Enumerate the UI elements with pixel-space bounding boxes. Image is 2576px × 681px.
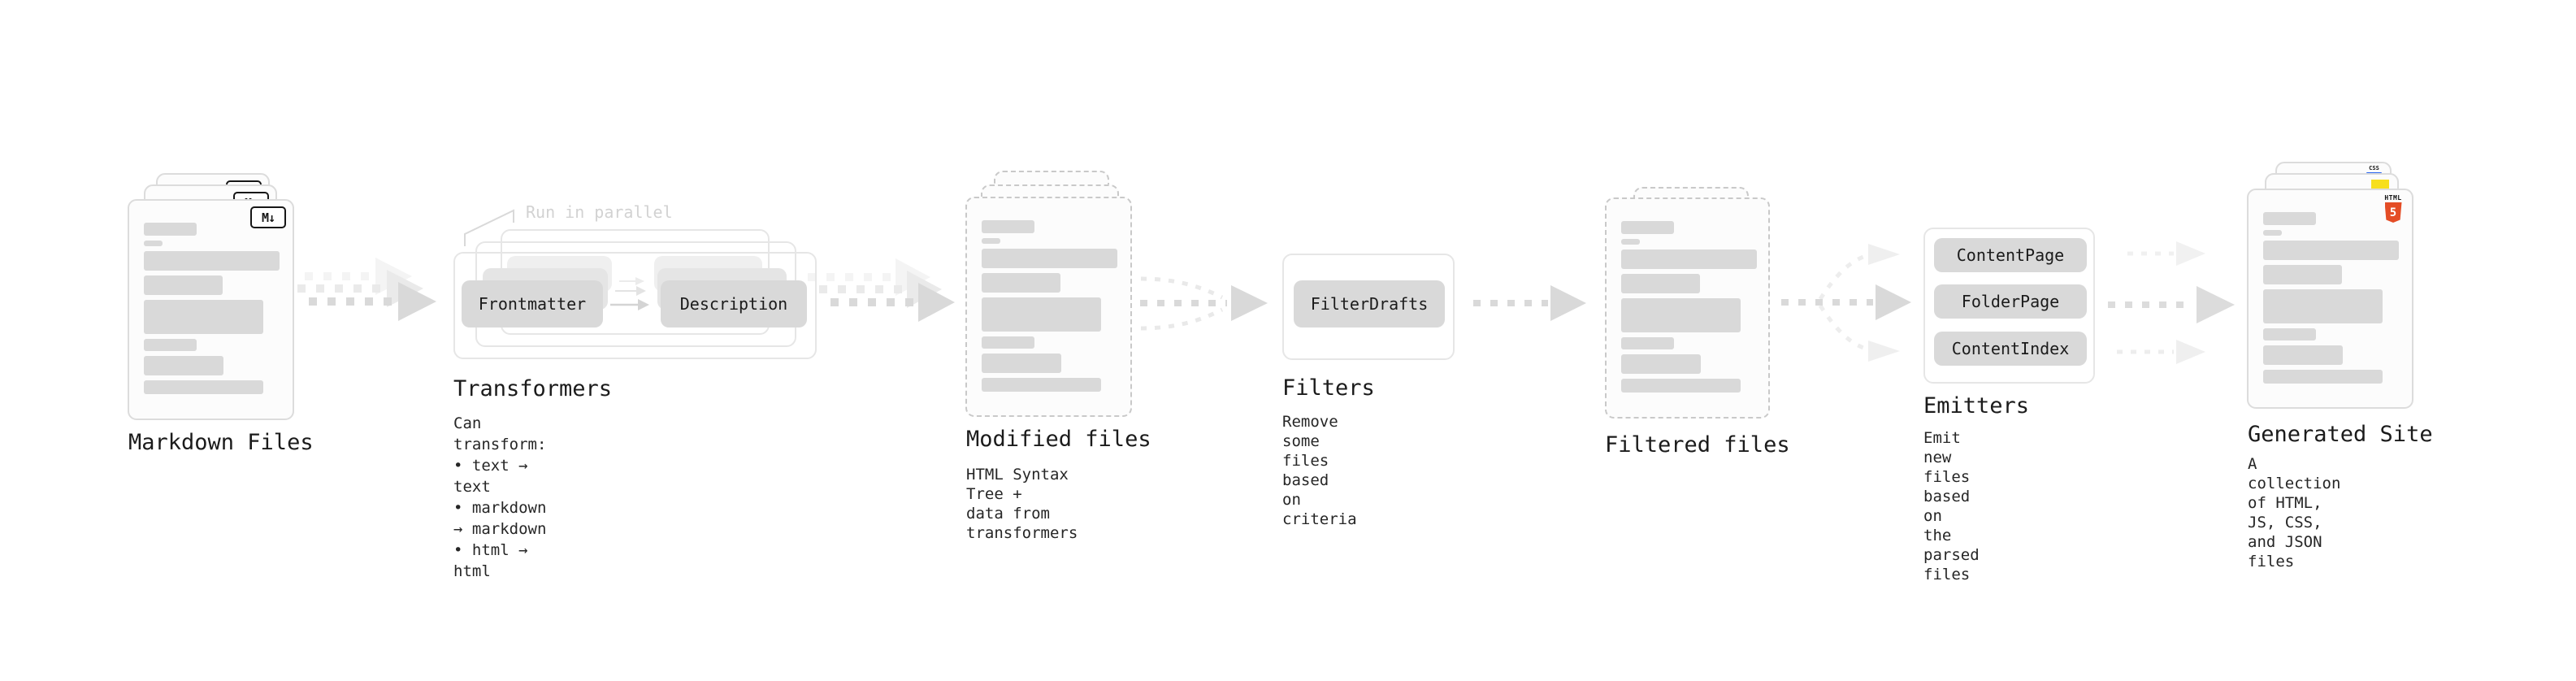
skeleton-bar bbox=[1621, 239, 1640, 245]
stage-title-filters: Filters bbox=[1282, 375, 1375, 401]
skeleton-bar bbox=[144, 275, 223, 295]
skeleton-bar bbox=[982, 273, 1060, 293]
skeleton-bar bbox=[1621, 298, 1741, 332]
skeleton-bar bbox=[2263, 328, 2316, 340]
file-card-front bbox=[965, 197, 1132, 417]
js-badge-icon bbox=[2371, 180, 2389, 189]
skeleton-bar bbox=[2263, 230, 2282, 236]
emitter-pill-label: FolderPage bbox=[1961, 292, 2060, 311]
emitter-pill-label: ContentIndex bbox=[1951, 339, 2070, 358]
skeleton-bar bbox=[982, 297, 1101, 332]
description-pill: Description bbox=[661, 280, 807, 327]
skeleton-bar bbox=[1621, 354, 1701, 374]
html5-badge-label: HTML bbox=[2384, 194, 2402, 202]
stage-title-modified-files: Modified files bbox=[966, 427, 1151, 452]
description-pill-label: Description bbox=[679, 294, 788, 314]
skeleton-bar bbox=[2263, 289, 2383, 323]
skeleton-bar bbox=[2263, 370, 2383, 384]
skeleton-bar bbox=[144, 380, 263, 394]
filters-description: Remove some files based on criteria bbox=[1282, 413, 1357, 528]
skeleton-bar bbox=[982, 336, 1034, 349]
flow-arrow-transformers-to-modified bbox=[808, 258, 955, 322]
stage-title-filtered-files: Filtered files bbox=[1605, 432, 1790, 458]
flow-arrow-filters-to-filtered bbox=[1473, 285, 1586, 321]
skeleton-bar bbox=[144, 339, 197, 351]
skeleton-bar bbox=[982, 220, 1034, 233]
file-card-front: HTML 5 bbox=[2247, 189, 2413, 409]
skeleton-bar bbox=[144, 223, 197, 236]
run-in-parallel-label: Run in parallel bbox=[526, 202, 673, 222]
frontmatter-pill-label: Frontmatter bbox=[478, 294, 587, 314]
file-card-front bbox=[1605, 197, 1770, 419]
transformers-capabilities: Can transform: • text → text • markdown … bbox=[453, 414, 547, 580]
emitter-pill-contentpage: ContentPage bbox=[1934, 238, 2087, 272]
skeleton-bar bbox=[1621, 221, 1674, 234]
stage-title-markdown-files: Markdown Files bbox=[128, 430, 314, 455]
skeleton-bar bbox=[144, 251, 280, 271]
emitter-pill-contentindex: ContentIndex bbox=[1934, 332, 2087, 366]
stage-title-generated-site: Generated Site bbox=[2248, 422, 2433, 447]
emitter-pill-label: ContentPage bbox=[1956, 245, 2065, 265]
html5-badge-number: 5 bbox=[2389, 206, 2397, 219]
html5-badge-shield: 5 bbox=[2384, 202, 2402, 223]
flow-arrows-emitters-to-generated bbox=[2108, 241, 2235, 364]
skeleton-bar bbox=[144, 300, 263, 334]
parallel-frame-front bbox=[453, 252, 817, 359]
skeleton-bar bbox=[982, 238, 1000, 244]
skeleton-bar bbox=[982, 354, 1061, 373]
stage-title-transformers: Transformers bbox=[453, 376, 613, 401]
emitter-pill-folderpage: FolderPage bbox=[1934, 284, 2087, 319]
flow-arrow-markdown-to-transformers bbox=[286, 258, 436, 321]
skeleton-bar bbox=[1621, 337, 1674, 349]
html5-badge-icon: HTML 5 bbox=[2384, 195, 2402, 223]
filter-drafts-pill: FilterDrafts bbox=[1294, 280, 1445, 327]
fork-arrow-filtered-to-emitters bbox=[1781, 244, 1911, 362]
generated-site-description: A collection of HTML, JS, CSS, and JSON … bbox=[2248, 455, 2341, 570]
filter-drafts-pill-label: FilterDrafts bbox=[1310, 294, 1429, 314]
file-skeleton bbox=[2249, 190, 2412, 407]
modified-files-description: HTML Syntax Tree + data from transformer… bbox=[966, 466, 1078, 542]
markdown-badge-icon: M↓ bbox=[250, 206, 286, 228]
file-skeleton bbox=[967, 198, 1130, 415]
emitters-description: Emit new files based on the parsed files bbox=[1923, 429, 1980, 583]
skeleton-bar bbox=[1621, 379, 1741, 393]
css-badge-label: CSS bbox=[2369, 165, 2379, 171]
skeleton-bar bbox=[1621, 249, 1757, 269]
file-skeleton bbox=[129, 201, 293, 419]
merge-arrow-modified-to-filters bbox=[1140, 276, 1268, 331]
skeleton-bar bbox=[1621, 274, 1700, 293]
skeleton-bar bbox=[982, 378, 1101, 392]
skeleton-bar bbox=[2263, 212, 2316, 225]
markdown-badge-glyph: M↓ bbox=[261, 210, 275, 225]
skeleton-bar bbox=[144, 241, 163, 246]
skeleton-bar bbox=[982, 249, 1117, 268]
file-skeleton bbox=[1607, 199, 1768, 417]
skeleton-bar bbox=[2263, 265, 2342, 284]
skeleton-bar bbox=[2263, 345, 2343, 365]
skeleton-bar bbox=[2263, 241, 2399, 260]
skeleton-bar bbox=[144, 356, 223, 375]
stage-title-emitters: Emitters bbox=[1923, 393, 2030, 419]
file-card-front: M↓ bbox=[128, 199, 294, 420]
frontmatter-pill: Frontmatter bbox=[462, 280, 603, 327]
